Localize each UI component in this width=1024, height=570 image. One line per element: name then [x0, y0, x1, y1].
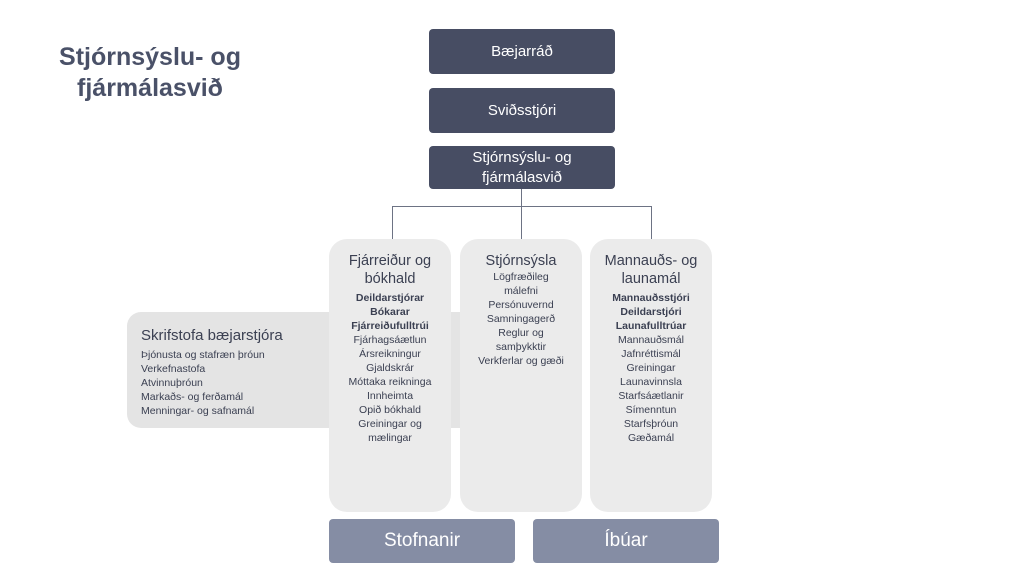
node-svidsstjori[interactable]: Sviðsstjóri [429, 88, 615, 133]
list-item: Launavinnsla [620, 376, 682, 388]
list-item: Bókarar [370, 306, 410, 318]
ibuar-label: Íbúar [604, 530, 648, 551]
list-item: Ársreikningur [359, 348, 421, 360]
list-item: Jafnréttismál [621, 348, 681, 360]
skrifstofa-content: Skrifstofa bæjarstjóra Þjónusta og stafr… [141, 326, 283, 418]
page-title-line1: Stjórnsýslu- og [59, 43, 241, 71]
column-mannaudsmal-items: Mannauðsstjóri Deildarstjóri Launafulltr… [590, 291, 712, 445]
list-item: Gjaldskrár [366, 362, 414, 374]
skrifstofa-title: Skrifstofa bæjarstjóra [141, 327, 283, 344]
column-mannaudsmal-title-line1: Mannauðs- og [604, 253, 698, 269]
list-item: Samningagerð [486, 313, 556, 325]
list-item: Deildarstjóri [620, 306, 682, 318]
column-fjarreidur: Fjárreiður og bókhald Deildarstjórar Bók… [329, 239, 451, 512]
node-svidsstjori-label: Sviðsstjóri [487, 101, 557, 119]
node-baejarrad[interactable]: Bæjarráð [429, 29, 615, 74]
column-fjarreidur-title-line2: bókhald [364, 271, 416, 287]
list-item: Reglur og [498, 327, 544, 339]
list-item: Verkferlar og gæði [478, 355, 564, 367]
column-mannaudsmal: Mannauðs- og launamál Mannauðsstjóri Dei… [590, 239, 712, 512]
page-title: Stjórnsýslu- og fjármálasvið [40, 42, 260, 104]
column-stjornsysla-title-line1: Stjórnsýsla [485, 253, 557, 269]
list-item: Menningar- og safnamál [141, 405, 255, 417]
list-item: Greiningar og [358, 418, 422, 430]
list-item: mælingar [368, 432, 412, 444]
column-fjarreidur-items: Deildarstjórar Bókarar Fjárreiðufulltrúi… [329, 291, 451, 445]
ibuar-box[interactable]: Íbúar [533, 519, 719, 563]
node-stjornsyslusvid-label1: Stjórnsýslu- og [472, 148, 572, 166]
skrifstofa-items: Þjónusta og stafræn þróun Verkefnastofa … [141, 348, 283, 418]
list-item: Opið bókhald [359, 404, 421, 416]
list-item: Markaðs- og ferðamál [141, 391, 244, 403]
list-item: Fjárreiðufulltrúi [351, 320, 429, 332]
list-item: Innheimta [366, 390, 414, 402]
connector-right-drop [651, 206, 652, 239]
list-item: Fjárhagsáætlun [353, 334, 427, 346]
column-mannaudsmal-title: Mannauðs- og launamál [590, 252, 712, 288]
column-stjornsysla: Stjórnsýsla Lögfræðileg málefni Persónuv… [460, 239, 582, 512]
node-stjornsyslusvid-label2: fjármálasvið [481, 168, 563, 186]
list-item: Mannauðsstjóri [612, 292, 690, 304]
list-item: Deildarstjórar [355, 292, 425, 304]
node-stjornsyslusvid[interactable]: Stjórnsýslu- og fjármálasvið [429, 146, 615, 189]
list-item: Greiningar [626, 362, 676, 374]
list-item: Þjónusta og stafræn þróun [141, 349, 265, 361]
connector-horizontal [392, 206, 652, 207]
list-item: Starfsáætlanir [618, 390, 684, 402]
list-item: Mannauðsmál [618, 334, 684, 346]
column-mannaudsmal-title-line2: launamál [621, 271, 681, 287]
connector-left-drop [392, 206, 393, 239]
column-stjornsysla-title: Stjórnsýsla [460, 252, 582, 270]
node-baejarrad-label: Bæjarráð [491, 42, 553, 60]
column-fjarreidur-title: Fjárreiður og bókhald [329, 252, 451, 288]
list-item: Lögfræðileg [493, 271, 549, 283]
list-item: Móttaka reikninga [348, 376, 432, 388]
stofnanir-box[interactable]: Stofnanir [329, 519, 515, 563]
stofnanir-label: Stofnanir [383, 530, 461, 551]
list-item: Starfsþróun [623, 418, 679, 430]
list-item: Símenntun [625, 404, 677, 416]
list-item: Launafulltrúar [615, 320, 687, 332]
connector-vertical-main [521, 189, 522, 239]
column-stjornsysla-items: Lögfræðileg málefni Persónuvernd Samning… [460, 270, 582, 368]
list-item: Gæðamál [627, 432, 675, 444]
list-item: Verkefnastofa [141, 363, 206, 375]
list-item: Atvinnuþróun [141, 377, 203, 389]
list-item: samþykktir [495, 341, 547, 353]
column-fjarreidur-title-line1: Fjárreiður og [348, 253, 432, 269]
page-title-line2: fjármálasvið [77, 74, 223, 102]
list-item: málefni [504, 285, 538, 297]
list-item: Persónuvernd [488, 299, 554, 311]
